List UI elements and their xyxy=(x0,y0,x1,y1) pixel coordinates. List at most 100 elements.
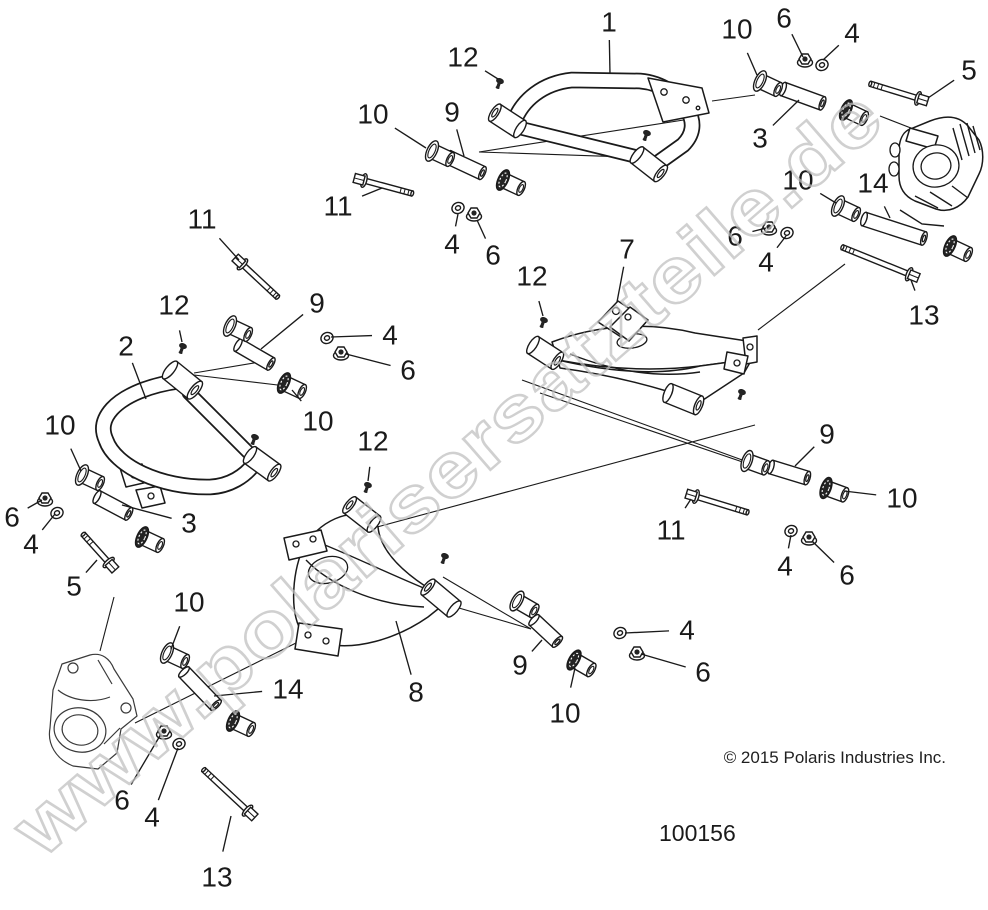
bushing xyxy=(424,140,456,168)
leader-line xyxy=(752,227,767,233)
bushing xyxy=(838,99,870,127)
bushing xyxy=(509,590,540,619)
callout-number: 5 xyxy=(66,571,82,602)
leader-line xyxy=(121,504,172,519)
assembly-line xyxy=(99,596,115,652)
bushing xyxy=(74,464,106,492)
spacer-tube xyxy=(177,666,223,712)
assembly-line xyxy=(539,392,770,472)
callout-1: 1 xyxy=(601,7,617,75)
leader-line xyxy=(819,192,837,204)
callout-number: 6 xyxy=(114,785,130,816)
callout-number: 4 xyxy=(777,551,793,582)
flange-nut xyxy=(800,531,818,546)
flange-bolt xyxy=(868,80,930,107)
spacer-tube xyxy=(443,149,487,181)
callout-number: 10 xyxy=(549,698,580,729)
callout-10: 10 xyxy=(721,14,758,76)
callout-10: 10 xyxy=(843,483,918,514)
callout-number: 2 xyxy=(118,331,134,362)
leader-line xyxy=(260,313,304,350)
rear-control-arm-upper xyxy=(551,300,758,403)
assembly-line xyxy=(757,263,846,331)
leader-line xyxy=(213,690,263,697)
leader-line xyxy=(170,626,181,650)
copyright-text: © 2015 Polaris Industries Inc. xyxy=(724,748,946,767)
leader-line xyxy=(746,52,758,76)
callout-number: 6 xyxy=(485,240,501,271)
leader-line xyxy=(484,70,499,80)
leader-line xyxy=(367,466,371,482)
bushing xyxy=(134,526,166,554)
callout-6: 6 xyxy=(345,353,416,386)
callout-6: 6 xyxy=(640,653,711,688)
callout-3: 3 xyxy=(121,504,197,539)
leader-line xyxy=(157,747,179,801)
leader-line xyxy=(684,498,692,509)
washer xyxy=(320,331,334,345)
screw xyxy=(642,130,651,141)
callout-number: 11 xyxy=(656,515,685,546)
callout-6: 6 xyxy=(811,540,855,591)
leader-line xyxy=(791,33,804,58)
callout-4: 4 xyxy=(330,320,398,351)
callout-number: 4 xyxy=(23,529,39,560)
callout-13: 13 xyxy=(201,815,233,893)
bushing xyxy=(225,710,257,738)
pivot-sleeve xyxy=(420,578,462,618)
callout-number: 14 xyxy=(857,168,888,199)
callout-number: 11 xyxy=(187,204,216,235)
spacer-tube xyxy=(92,489,134,522)
callout-number: 7 xyxy=(619,234,635,265)
callout-12: 12 xyxy=(516,261,548,317)
callout-6: 6 xyxy=(4,499,43,533)
leader-line xyxy=(394,127,427,149)
leader-line xyxy=(476,219,487,239)
callout-13: 13 xyxy=(908,279,940,331)
flange-nut xyxy=(628,646,646,661)
bushing xyxy=(566,649,597,678)
callout-8: 8 xyxy=(395,620,424,708)
callout-number: 10 xyxy=(721,14,752,45)
callout-number: 11 xyxy=(323,191,352,222)
callout-number: 4 xyxy=(444,229,460,260)
screw xyxy=(363,482,372,493)
flange-nut xyxy=(155,725,173,740)
callout-4: 4 xyxy=(23,513,56,560)
leader-line xyxy=(776,235,787,249)
spacer-tube xyxy=(859,211,928,247)
assembly-axis-lines xyxy=(99,94,935,724)
bushing xyxy=(942,235,974,263)
callout-4: 4 xyxy=(822,18,860,61)
callout-11: 11 xyxy=(187,204,240,261)
leader-line xyxy=(787,534,792,549)
callout-6: 6 xyxy=(727,221,767,252)
callout-number: 3 xyxy=(752,123,768,154)
washer xyxy=(172,737,186,751)
callout-6: 6 xyxy=(776,3,804,58)
pivot-sleeve xyxy=(487,103,528,139)
leader-line xyxy=(27,499,43,509)
spacer-tube xyxy=(233,337,276,372)
callout-number: 12 xyxy=(447,42,478,73)
callout-number: 12 xyxy=(158,290,189,321)
leader-line xyxy=(569,667,576,688)
leader-line xyxy=(811,540,835,563)
callout-9: 9 xyxy=(512,639,543,681)
screw xyxy=(250,434,259,445)
leader-line xyxy=(291,389,302,402)
leader-line xyxy=(910,279,916,291)
callout-number: 12 xyxy=(516,261,547,292)
bushing xyxy=(276,372,308,400)
callout-6: 6 xyxy=(114,733,162,816)
assembly-line xyxy=(442,576,532,630)
callout-number: 1 xyxy=(601,7,617,38)
rear-control-arm-lower xyxy=(283,513,449,657)
callout-9: 9 xyxy=(794,419,835,467)
callout-5: 5 xyxy=(66,559,98,602)
callout-number: 4 xyxy=(758,247,774,278)
flange-nut xyxy=(332,346,350,361)
callout-number: 9 xyxy=(512,650,528,681)
pivot-sleeve xyxy=(662,382,705,416)
